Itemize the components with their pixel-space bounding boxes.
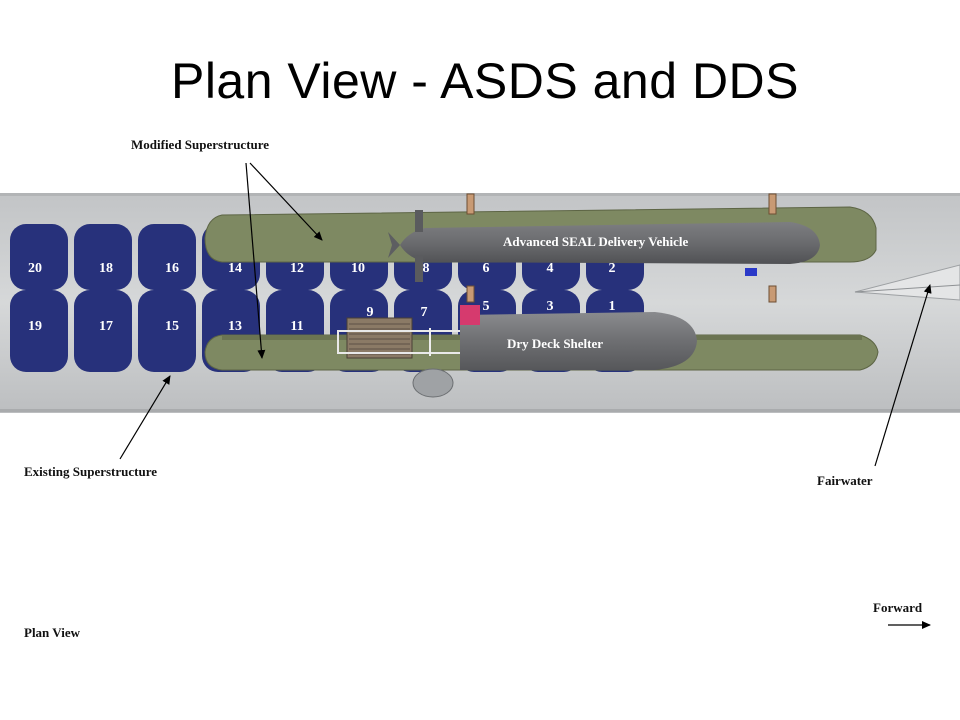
dds-hangar-door (412, 368, 454, 398)
hull-bottom-edge (0, 409, 960, 412)
tube-number: 2 (609, 261, 616, 276)
asds-label: Advanced SEAL Delivery Vehicle (503, 234, 688, 249)
tube-number: 1 (609, 299, 616, 314)
missile-tube (10, 224, 68, 290)
page-title: Plan View - ASDS and DDS (170, 53, 800, 109)
missile-tube (74, 290, 132, 372)
asds-nose-fin (415, 210, 423, 232)
callout-existing (119, 375, 171, 460)
fairwater-edge (854, 284, 960, 293)
dds-marker (460, 305, 480, 325)
tube-number: 20 (28, 261, 42, 276)
tube-number: 16 (165, 261, 179, 276)
missile-tube (74, 224, 132, 290)
tube-number: 14 (228, 261, 242, 276)
dry-deck-shelter (460, 312, 697, 370)
tube-number: 8 (423, 261, 430, 276)
deck-hatch (346, 317, 413, 359)
tube-number: 5 (483, 299, 490, 314)
tube-number: 11 (290, 319, 303, 334)
label-modified-superstructure: Modified Superstructure (131, 137, 270, 152)
tube-number: 15 (165, 319, 179, 334)
tube-number: 17 (99, 319, 113, 334)
asds-vehicle (400, 222, 820, 264)
label-existing-superstructure: Existing Superstructure (24, 464, 158, 479)
missile-tube (138, 224, 196, 290)
callout-fairwater (874, 284, 932, 467)
label-forward: Forward (873, 600, 923, 615)
callout-modified-upper (249, 162, 323, 241)
asds-lower-fin (415, 256, 423, 282)
lifting-eyes (466, 193, 777, 303)
label-plan-view: Plan View (24, 625, 80, 640)
hull-top-edge (0, 193, 960, 196)
missile-tube (10, 290, 68, 372)
tube-number: 9 (367, 305, 374, 320)
fairwater-shape (854, 264, 960, 301)
tube-numbers: 20 18 16 14 12 10 8 6 4 2 19 17 15 13 11 9 7 5 3 1 (28, 261, 616, 334)
label-fairwater: Fairwater (817, 473, 873, 488)
tube-number: 7 (421, 305, 428, 320)
asds-tail (388, 232, 400, 258)
callout-modified-lower (245, 162, 266, 359)
tube-number: 3 (547, 299, 554, 314)
tube-number: 10 (351, 261, 365, 276)
missile-tube (138, 290, 196, 372)
tube-number: 19 (28, 319, 42, 334)
tube-number: 13 (228, 319, 242, 334)
dds-label: Dry Deck Shelter (507, 336, 603, 351)
tube-number: 4 (547, 261, 554, 276)
hatch-slats (349, 323, 410, 355)
tube-number: 6 (483, 261, 490, 276)
tube-number: 18 (99, 261, 113, 276)
asds-blue-marker (745, 268, 757, 276)
tube-number: 12 (290, 261, 304, 276)
